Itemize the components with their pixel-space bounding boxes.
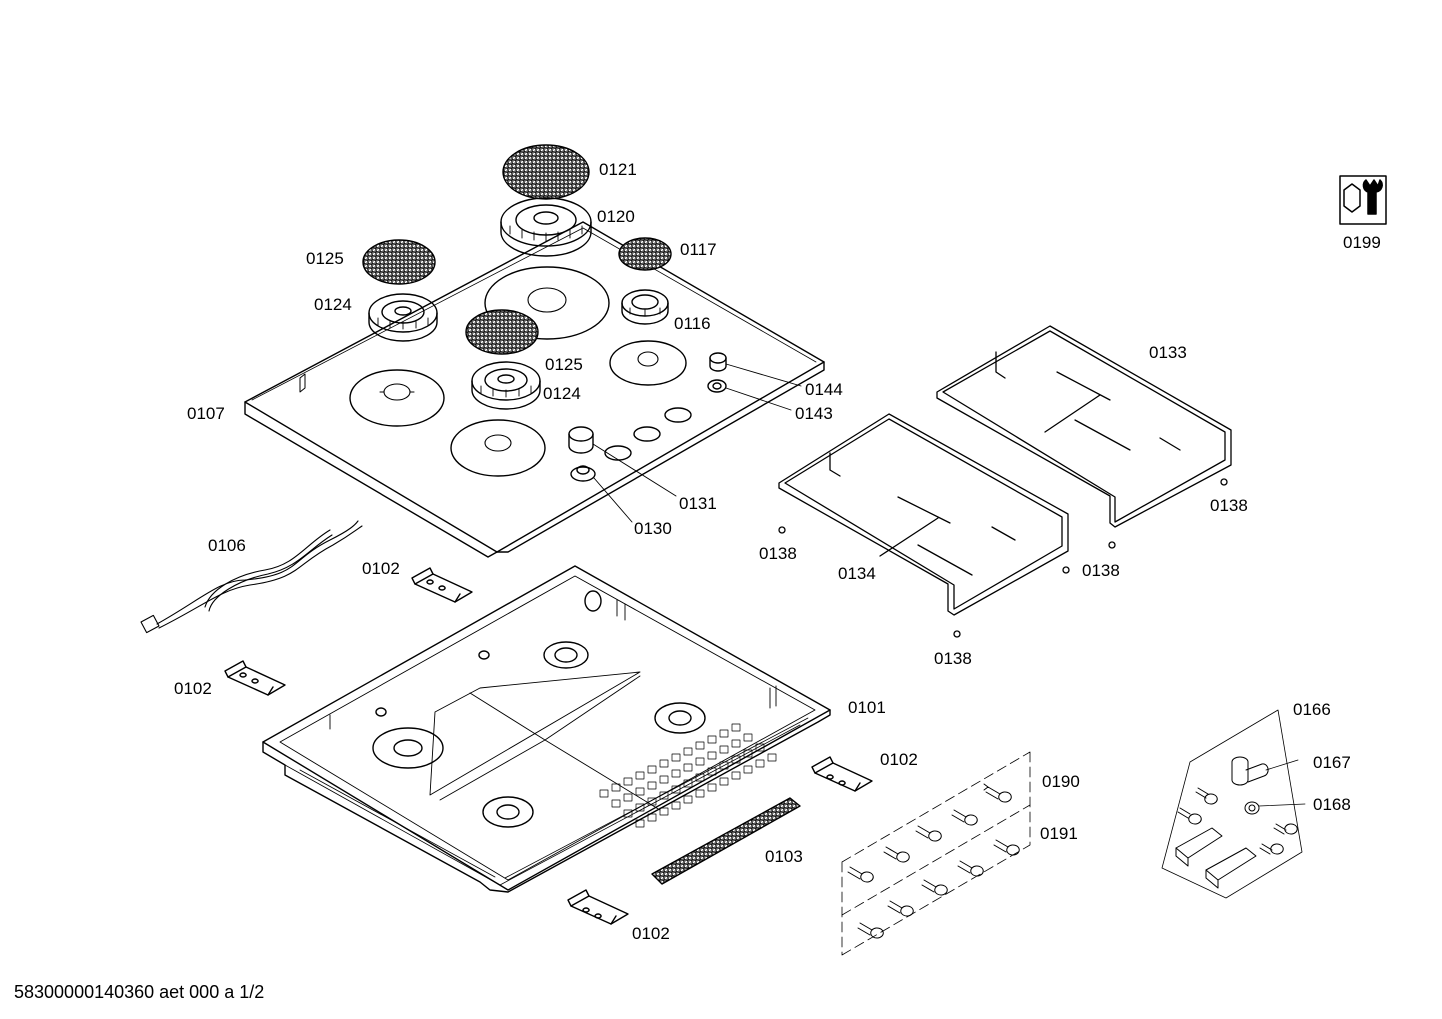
callout-0106: 0106 (208, 536, 246, 555)
callout-0120: 0120 (597, 207, 635, 226)
callout-0124-lower: 0124 (543, 384, 581, 403)
callout-0166: 0166 (1293, 700, 1331, 719)
pan-support-left (778, 413, 1070, 638)
screw-icon (951, 809, 978, 826)
callout-0138-b: 0138 (759, 544, 797, 563)
knob-washer (707, 379, 792, 411)
callout-0124-upper: 0124 (314, 295, 352, 314)
callout-0102-b: 0102 (174, 679, 212, 698)
callout-0117: 0117 (680, 240, 717, 259)
burner-head-small (621, 289, 669, 325)
screw-icon (847, 866, 874, 883)
screw-icon (983, 783, 1012, 803)
knob-spindle (709, 352, 802, 387)
hob-base-tray (262, 565, 831, 893)
ignition-cable (140, 520, 363, 634)
callout-0103: 0103 (765, 847, 803, 866)
screw-icon (887, 900, 914, 917)
callout-0191: 0191 (1040, 824, 1078, 843)
callout-0125-upper: 0125 (306, 249, 344, 268)
callout-0190: 0190 (1042, 772, 1080, 791)
callout-0101: 0101 (848, 698, 886, 717)
screw-icon (857, 922, 884, 939)
callout-0138-c: 0138 (1082, 561, 1120, 580)
knob-seal (570, 465, 633, 523)
callout-0143: 0143 (795, 404, 833, 423)
callout-0102-c: 0102 (880, 750, 918, 769)
seal-strip (651, 797, 801, 885)
wrench-nut-icon (1339, 175, 1387, 225)
hob-top-plate (244, 221, 825, 558)
mounting-bracket-small (1175, 827, 1223, 867)
mounting-bracket-1 (411, 567, 473, 603)
screw-icon (883, 846, 910, 863)
callout-0102-a: 0102 (362, 559, 400, 578)
screw-icon (957, 860, 984, 877)
screw-icon (921, 879, 948, 896)
gas-connection-kit (1161, 709, 1306, 899)
callout-0133: 0133 (1149, 343, 1187, 362)
callout-0125-lower: 0125 (545, 355, 583, 374)
burner-head-large (500, 197, 592, 257)
burner-cap-medium-1 (362, 239, 436, 285)
callout-0134: 0134 (838, 564, 876, 583)
callout-0107: 0107 (187, 404, 225, 423)
mounting-bracket-small (1205, 847, 1257, 889)
screw-icon (1195, 787, 1218, 805)
screw-icon (1273, 823, 1298, 835)
callout-0199: 0199 (1343, 233, 1381, 252)
callout-0131: 0131 (679, 494, 717, 513)
gas-elbow-connector (1231, 756, 1299, 786)
mounting-bracket-4 (567, 889, 629, 925)
gas-seal-ring (1244, 801, 1306, 815)
callout-0116: 0116 (674, 314, 711, 333)
screw-icon (915, 825, 942, 842)
callout-0138-d: 0138 (934, 649, 972, 668)
callout-0102-d: 0102 (632, 924, 670, 943)
control-knob (568, 426, 677, 497)
callout-0168: 0168 (1313, 795, 1351, 814)
screw-icon (993, 839, 1020, 856)
burner-head-medium-2 (471, 361, 541, 410)
pan-support-right (936, 325, 1232, 549)
callout-0144: 0144 (805, 380, 843, 399)
burner-cap-large (502, 144, 590, 200)
screw-icon (1259, 843, 1284, 855)
burner-head-medium-1 (368, 293, 438, 342)
document-reference: 58300000140360 aet 000 a 1/2 (14, 982, 265, 1002)
burner-cap-medium-2 (465, 309, 539, 355)
burner-cap-small (618, 237, 672, 271)
screw-icon (1177, 807, 1202, 825)
vent-grid (599, 723, 777, 828)
screw-set (841, 751, 1031, 956)
callout-0121: 0121 (599, 160, 637, 179)
mounting-bracket-3 (811, 756, 873, 792)
mounting-bracket-2 (224, 660, 286, 696)
callout-0138-a: 0138 (1210, 496, 1248, 515)
callout-0167: 0167 (1313, 753, 1351, 772)
callout-0130: 0130 (634, 519, 672, 538)
